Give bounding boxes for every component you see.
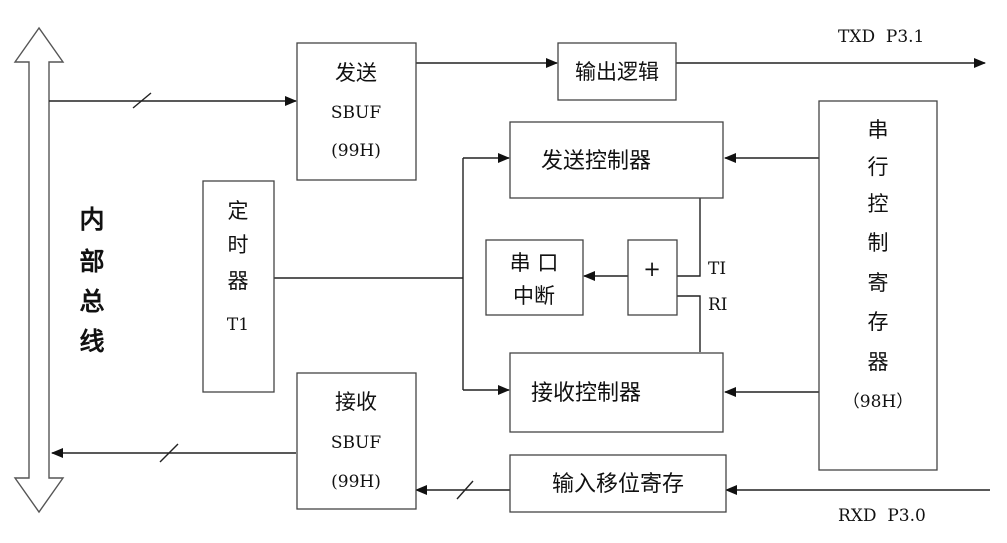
txd-pin-label: TXD P3.1 <box>838 27 924 47</box>
timer-char-2: 时 <box>228 233 249 257</box>
interrupt-line1: 串 口 <box>510 251 559 275</box>
interrupt-line2: 中断 <box>513 284 555 308</box>
timer-name: T1 <box>227 315 249 335</box>
scon-char-5: 寄 <box>868 271 889 295</box>
input-shift-register-label: 输入移位寄存 <box>552 472 684 497</box>
rx-sbuf-line1: 接收 <box>335 390 377 414</box>
rxd-pin-label: RXD P3.0 <box>838 506 926 526</box>
scon-char-7: 器 <box>868 350 889 374</box>
tx-controller-block: 发送控制器 <box>509 121 724 199</box>
ri-label: RI <box>708 295 728 315</box>
scon-char-2: 行 <box>868 155 889 179</box>
ti-label: TI <box>708 259 726 279</box>
timer-block: 定 时 器 T1 <box>202 180 275 393</box>
rx-sbuf-line2: SBUF <box>331 433 381 453</box>
data-width-slash <box>456 480 474 500</box>
or-gate-block: + <box>627 239 678 316</box>
rx-sbuf-block: 接收 SBUF (99H) <box>296 372 417 510</box>
scon-char-3: 控 <box>868 192 889 216</box>
bus-char-1: 内 <box>79 205 104 234</box>
serial-control-register-block: 串 行 控 制 寄 存 器 （98H） <box>818 100 938 471</box>
tx-controller-label: 发送控制器 <box>541 149 651 174</box>
rx-controller-label: 接收控制器 <box>531 381 641 406</box>
serial-interrupt-block: 串 口 中断 <box>485 239 584 316</box>
bus-width-slash-1 <box>132 92 152 109</box>
bus-width-slash-2 <box>159 443 179 463</box>
tx-sbuf-line2: SBUF <box>331 103 381 123</box>
timer-char-3: 器 <box>228 269 249 293</box>
tx-sbuf-line3: (99H) <box>331 141 381 161</box>
scon-char-4: 制 <box>868 231 889 255</box>
output-logic-label: 输出逻辑 <box>575 60 659 84</box>
input-shift-register-block: 输入移位寄存 <box>509 454 727 513</box>
bus-char-3: 总 <box>79 287 104 316</box>
bus-char-2: 部 <box>79 247 104 276</box>
bus-char-4: 线 <box>79 327 104 356</box>
tx-sbuf-line1: 发送 <box>335 61 377 85</box>
rx-controller-block: 接收控制器 <box>509 352 724 433</box>
connections <box>49 58 990 500</box>
timer-char-1: 定 <box>228 199 249 223</box>
internal-bus-label: 内 部 总 线 <box>79 205 104 356</box>
rx-sbuf-line3: (99H) <box>331 472 381 492</box>
ti-line <box>677 198 701 277</box>
or-gate-label: + <box>643 257 661 281</box>
tx-sbuf-block: 发送 SBUF (99H) <box>296 42 417 181</box>
scon-char-6: 存 <box>868 310 889 334</box>
ri-line <box>677 295 701 352</box>
scon-char-1: 串 <box>868 118 889 142</box>
scon-address: （98H） <box>843 392 913 412</box>
output-logic-block: 输出逻辑 <box>557 42 677 101</box>
internal-bus-arrow <box>13 26 65 514</box>
